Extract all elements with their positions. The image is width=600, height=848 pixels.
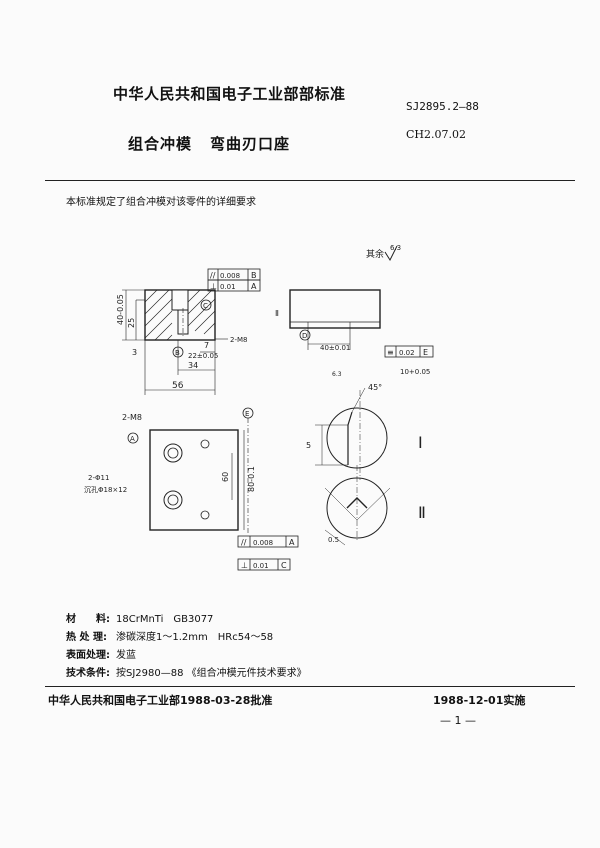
page-number: — 1 — (440, 714, 476, 727)
view-mark-2: Ⅱ (275, 309, 279, 318)
datum-a: A (130, 435, 135, 443)
technical-drawing: 其余 6.3 40-0.05 25 3 56 34 22±0.05 7 2-M8 (84, 244, 434, 571)
roughness-value: 6.3 (390, 244, 401, 252)
thread-2m8-side: 2-M8 (230, 336, 247, 344)
roughness-note: 其余 (366, 248, 384, 260)
dim-3: 3 (132, 348, 137, 357)
spec-material: 材 料: 18CrMnTi GB3077 (66, 610, 213, 625)
dim-5: 5 (306, 441, 311, 450)
roughness-symbol-icon (384, 245, 398, 262)
dim-56: 56 (172, 381, 184, 391)
dim-05: 0.5 (328, 536, 339, 544)
spec-technical-key: 技术条件: (66, 668, 110, 679)
spec-heat-treatment: 热 处 理: 渗碳深度1～1.2mm HRc54～58 (66, 628, 273, 643)
datum-d: D (302, 332, 307, 340)
spec-surface-value: 发蓝 (116, 650, 136, 661)
dim-60: 60 (221, 472, 230, 482)
top-view (149, 429, 239, 531)
tolerance-frame-perp-bottom: ⊥ 0.01 C (237, 558, 291, 571)
spec-heat-key: 热 处 理: (66, 632, 107, 643)
detail-view-2 (324, 465, 391, 546)
detail-label-1: Ⅰ (418, 433, 423, 452)
spec-surface: 表面处理: 发蓝 (66, 646, 136, 661)
dim-25: 25 (127, 318, 136, 328)
perpendicular-bottom-icon: ⊥ (241, 561, 248, 570)
tol-sym-datum: E (423, 348, 428, 357)
hole-label: 2-Φ11 (88, 474, 109, 482)
dim-40: 40±0.01 (320, 344, 350, 352)
spec-material-value: 18CrMnTi GB3077 (116, 614, 214, 625)
tolerance-frame-parallel-bottom: // 0.008 A (237, 535, 299, 548)
tol-parallel-bottom-datum: A (289, 538, 295, 547)
tolerance-frame-symmetry: ≡ 0.02 E (384, 345, 434, 358)
roughness-small: 6.3 (332, 371, 342, 378)
detail-view-1 (315, 387, 388, 480)
dim-80: 80-0.1 (247, 466, 256, 492)
dim-7: 7 (204, 341, 209, 350)
tolerance-frame-parallel-top: // 0.008 B (207, 268, 261, 281)
tol-perp-top: 0.01 (220, 283, 236, 291)
detail-label-2: Ⅱ (418, 503, 426, 522)
classification-code: CH2.07.02 (406, 128, 466, 141)
perpendicular-icon: ⊥ (210, 282, 217, 291)
symmetry-icon: ≡ (387, 348, 394, 357)
approval-date: 中华人民共和国电子工业部1988-03-28批准 (48, 694, 273, 707)
dim-22: 22±0.05 (188, 352, 218, 360)
dim-10: 10+0.05 (400, 368, 430, 376)
spec-technical-value: 按SJ2980—88 《组合冲模元件技术要求》 (116, 668, 307, 679)
front-dimensions (122, 289, 216, 395)
angle-45: 45° (368, 383, 382, 392)
tol-parallel-top-datum: B (251, 271, 257, 280)
header-divider (45, 180, 575, 181)
title-part-2: 弯曲刃口座 (210, 135, 291, 153)
front-section-view (144, 289, 216, 341)
side-view (289, 289, 381, 350)
effective-date: 1988-12-01实施 (433, 694, 526, 707)
thread-2m8-top: 2-M8 (122, 413, 142, 422)
tol-sym: 0.02 (399, 349, 415, 357)
tol-parallel-top: 0.008 (220, 272, 240, 280)
dim-34: 34 (188, 361, 198, 370)
tol-perp-bottom: 0.01 (253, 562, 269, 570)
tol-perp-top-datum: A (251, 282, 257, 291)
tolerance-frame-perp-top: ⊥ 0.01 A (207, 279, 261, 292)
tol-perp-bottom-datum: C (281, 561, 287, 570)
parallel-bottom-icon: // (241, 538, 247, 547)
spec-heat-value: 渗碳深度1～1.2mm HRc54～58 (116, 632, 274, 643)
title-part-1: 组合冲模 (128, 135, 193, 153)
issuing-organization: 中华人民共和国电子工业部部标准 (113, 85, 346, 103)
intro-text: 本标准规定了组合冲模对该零件的详细要求 (66, 197, 256, 208)
datum-c-top: C (203, 302, 208, 310)
counterbore-label: 沉孔Φ18×12 (84, 486, 127, 494)
parallel-icon: // (210, 271, 216, 280)
spec-technical: 技术条件: 按SJ2980—88 《组合冲模元件技术要求》 (66, 664, 307, 679)
datum-e-top: E (245, 410, 249, 418)
document-title: 组合冲模弯曲刃口座 (128, 133, 290, 154)
standard-number: SJ2895.2—88 (406, 100, 479, 113)
spec-surface-key: 表面处理: (66, 650, 110, 661)
footer-divider (45, 686, 575, 687)
datum-b: B (175, 349, 180, 357)
spec-material-key: 材 料: (66, 614, 110, 625)
tol-parallel-bottom: 0.008 (253, 539, 273, 547)
dim-height: 40-0.05 (116, 294, 125, 325)
